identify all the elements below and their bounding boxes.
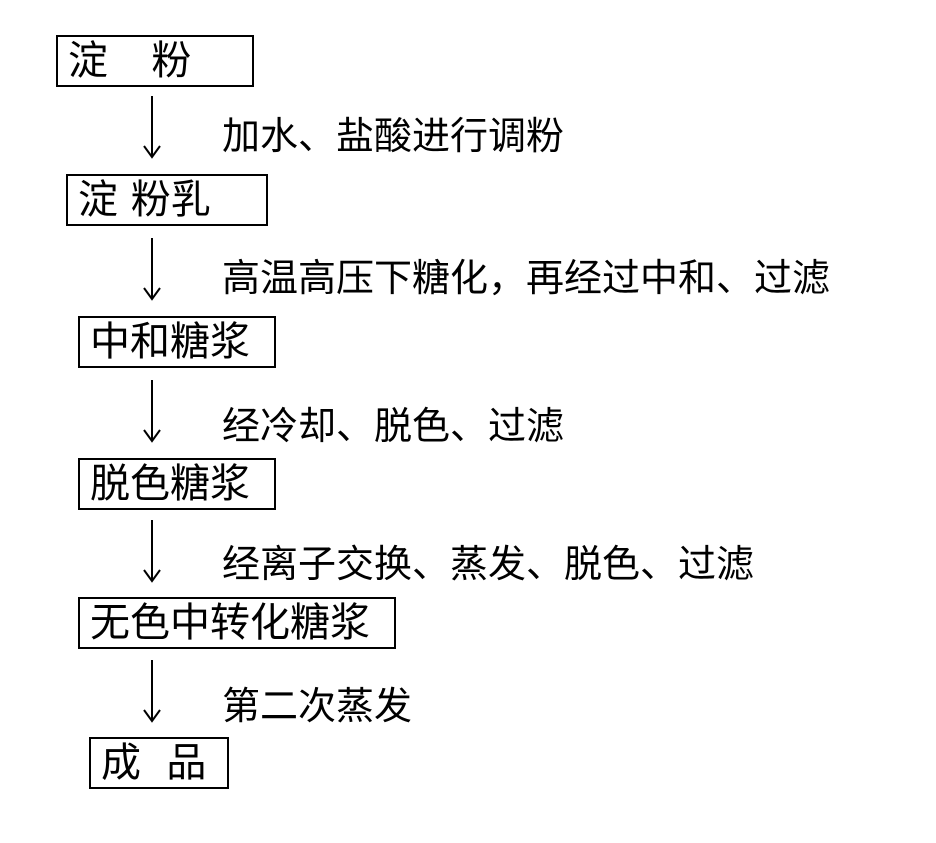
down-arrow-icon [140,94,164,160]
node-colorless-invert-syrup: 无色中转化糖浆 [78,597,396,649]
down-arrow-icon [140,378,164,444]
down-arrow-icon [140,236,164,302]
step-label-cooling-decolor: 经冷却、脱色、过滤 [222,404,565,448]
step-label-saccharification: 高温高压下糖化，再经过中和、过滤 [222,256,831,300]
node-starch: 淀 粉 [56,35,254,87]
down-arrow-icon [140,658,164,724]
step-label-second-evaporation: 第二次蒸发 [222,684,413,728]
node-starch-milk: 淀 粉乳 [66,174,268,226]
step-label-mixing: 加水、盐酸进行调粉 [222,114,565,158]
node-decolorized-syrup: 脱色糖浆 [78,458,276,510]
down-arrow-icon [140,518,164,584]
step-label-ion-exchange: 经离子交换、蒸发、脱色、过滤 [222,542,755,586]
node-neutralized-syrup: 中和糖浆 [78,316,276,368]
node-finished-product: 成 品 [89,737,229,789]
